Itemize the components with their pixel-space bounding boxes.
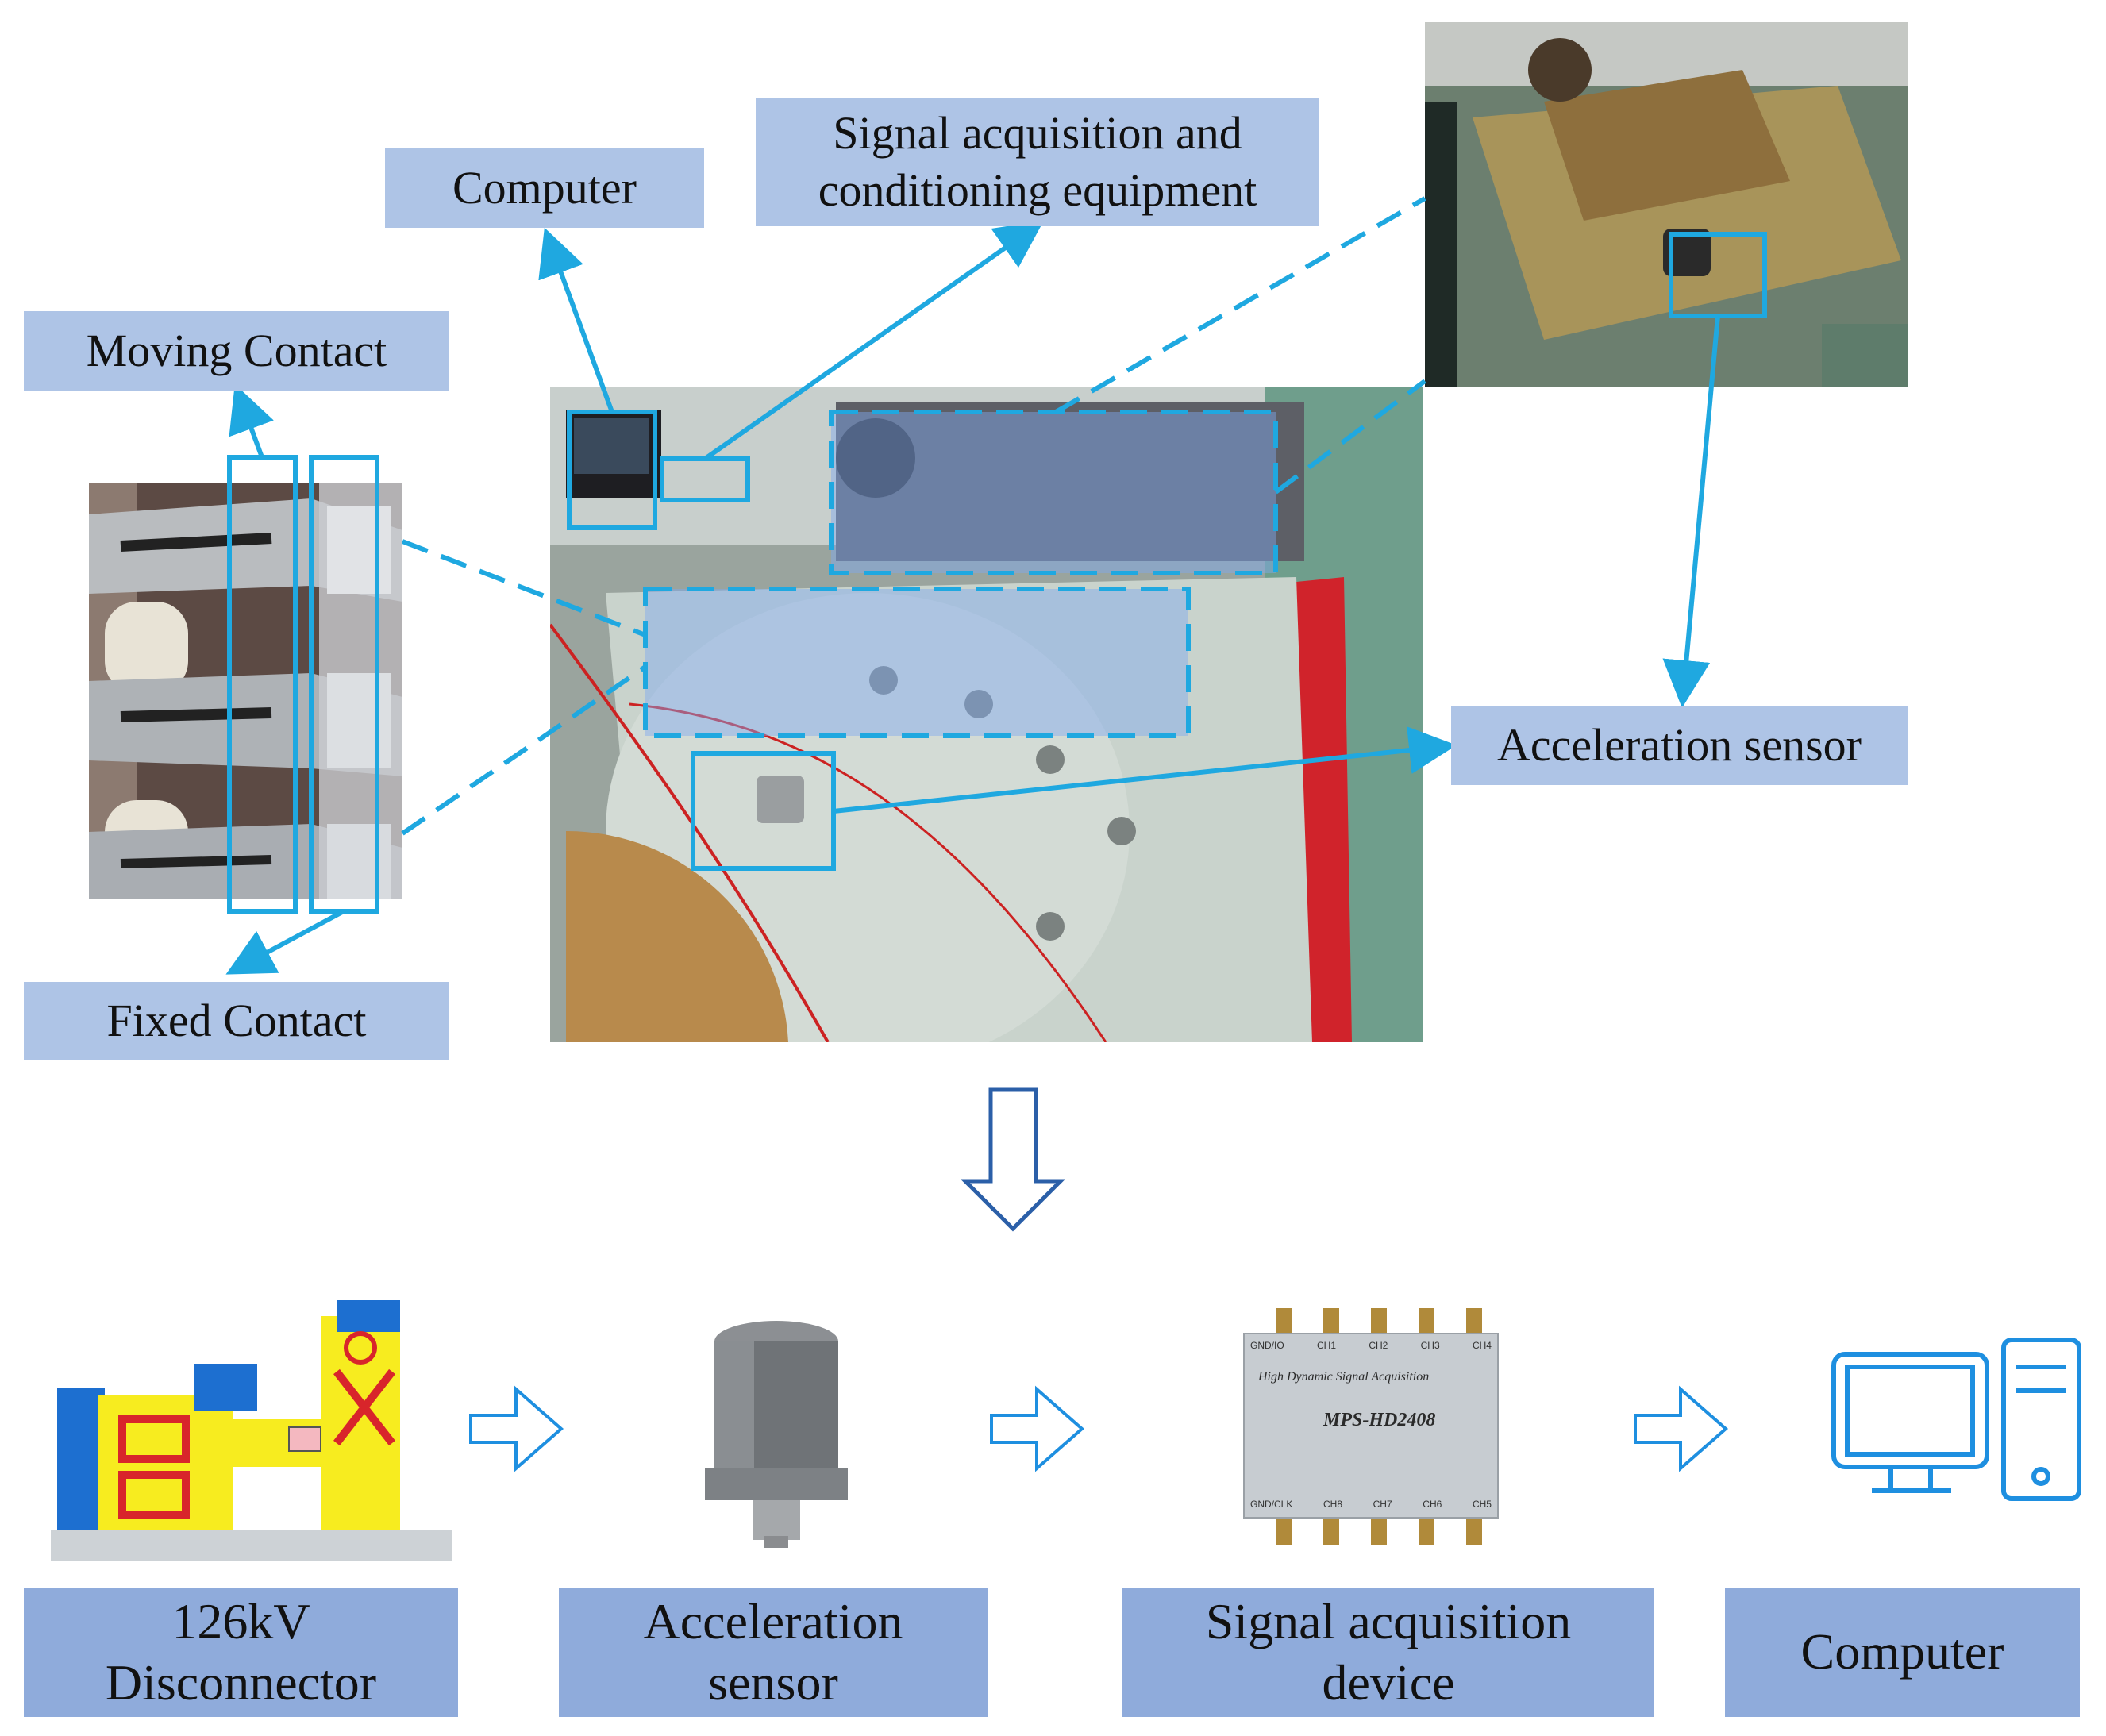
moving-contact-box — [227, 455, 298, 914]
device-title: High Dynamic Signal Acquisition — [1258, 1370, 1430, 1384]
conditioning-box — [660, 456, 750, 502]
computer-label: Computer — [385, 148, 704, 228]
accelerometer-image — [689, 1310, 860, 1548]
sensor-box-main — [691, 751, 836, 871]
device-model: MPS-HD2408 — [1323, 1410, 1436, 1430]
fixed-contact-label: Fixed Contact — [24, 982, 449, 1060]
flow-label-disconnector: 126kV Disconnector — [24, 1588, 458, 1717]
contact-chamber-highlight — [643, 587, 1191, 738]
signal-equipment-label: Signal acquisition and conditioning equi… — [756, 98, 1319, 226]
moving-contact-label: Moving Contact — [24, 311, 449, 391]
flow-label-device: Signal acquisition device — [1122, 1588, 1654, 1717]
mechanism-photo — [1425, 22, 1908, 387]
acceleration-sensor-label: Acceleration sensor — [1451, 706, 1908, 785]
fixed-contact-box — [309, 455, 379, 914]
flow-label-computer: Computer — [1725, 1588, 2080, 1717]
contacts-photo — [89, 483, 402, 899]
computer-box — [567, 410, 657, 530]
flow-label-sensor: Acceleration sensor — [559, 1588, 988, 1717]
disconnector-schematic — [51, 1300, 452, 1561]
sensor-box-photo — [1669, 232, 1767, 318]
equipment-highlight — [829, 410, 1278, 575]
